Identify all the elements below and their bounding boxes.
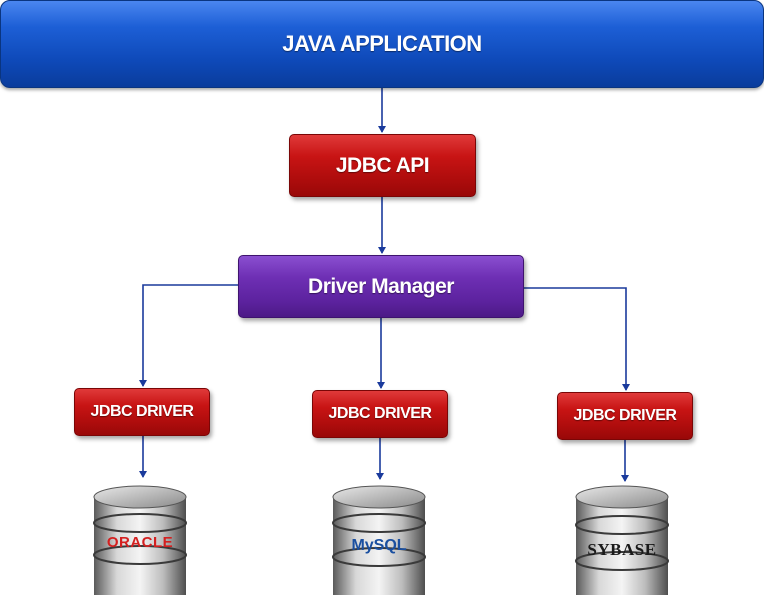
- mysql-logo-text: MySQL: [351, 537, 407, 554]
- jdbc-driver-label: JDBC DRIVER: [328, 405, 432, 422]
- database-oracle-icon: ORACLE: [92, 485, 188, 595]
- jdbc-driver-box-1: JDBC DRIVER: [74, 388, 210, 436]
- database-sybase-icon: SYBASE: [574, 485, 670, 595]
- jdbc-driver-label: JDBC DRIVER: [573, 407, 677, 424]
- arrow-manager-to-driver-1: [139, 284, 238, 387]
- jdbc-driver-box-3: JDBC DRIVER: [557, 392, 693, 440]
- database-cylinder-icon: [93, 485, 187, 595]
- oracle-logo-text: ORACLE: [106, 534, 174, 551]
- jdbc-api-box: JDBC API: [289, 134, 476, 197]
- driver-manager-label: Driver Manager: [308, 274, 454, 298]
- database-mysql-icon: MySQL: [331, 485, 427, 595]
- database-cylinder-icon: [575, 485, 669, 595]
- jdbc-api-label: JDBC API: [335, 153, 430, 177]
- arrow-manager-to-driver-3: [524, 287, 630, 391]
- sybase-logo-text: SYBASE: [587, 540, 657, 559]
- java-application-label: JAVA APPLICATION: [282, 31, 482, 56]
- driver-manager-box: Driver Manager: [238, 255, 524, 318]
- java-application-box: JAVA APPLICATION: [0, 0, 764, 88]
- jdbc-driver-box-2: JDBC DRIVER: [312, 390, 448, 438]
- database-cylinder-icon: [332, 485, 426, 595]
- jdbc-driver-label: JDBC DRIVER: [90, 403, 194, 420]
